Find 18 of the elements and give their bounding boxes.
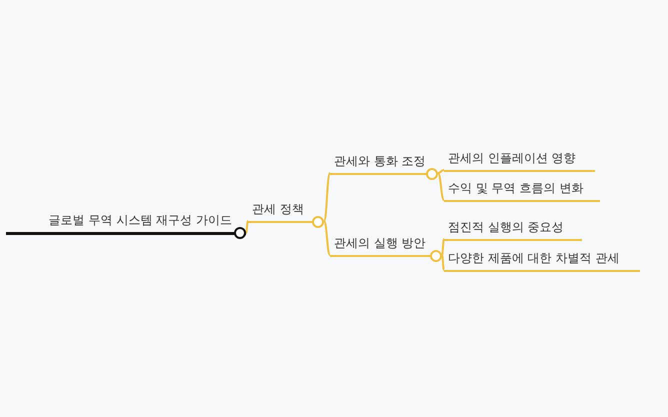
connector-line (441, 238, 445, 256)
topic-branch (444, 150, 595, 172)
topic-text: 관세 정책 (252, 201, 304, 218)
topic-branch (444, 180, 600, 202)
connector-line (323, 220, 331, 256)
topic-branch (444, 250, 640, 272)
connector-line (323, 172, 331, 222)
topic-text: 점진적 실행의 중요성 (448, 219, 564, 236)
topic-branch (444, 219, 582, 241)
topic-text: 관세의 실행 방안 (334, 235, 426, 252)
topic-text: 관세의 인플레이션 영향 (448, 150, 576, 167)
topic-text: 수익 및 무역 흐름의 변화 (448, 180, 584, 197)
connector-line (437, 172, 445, 201)
topic-text: 다양한 제품에 대한 차별적 관세 (448, 250, 620, 267)
connector-line (245, 220, 249, 234)
connector-line (441, 254, 445, 270)
topic-text: 글로벌 무역 시스템 재구성 가이드 (48, 212, 232, 229)
topic-text: 관세와 통화 조정 (334, 153, 426, 170)
